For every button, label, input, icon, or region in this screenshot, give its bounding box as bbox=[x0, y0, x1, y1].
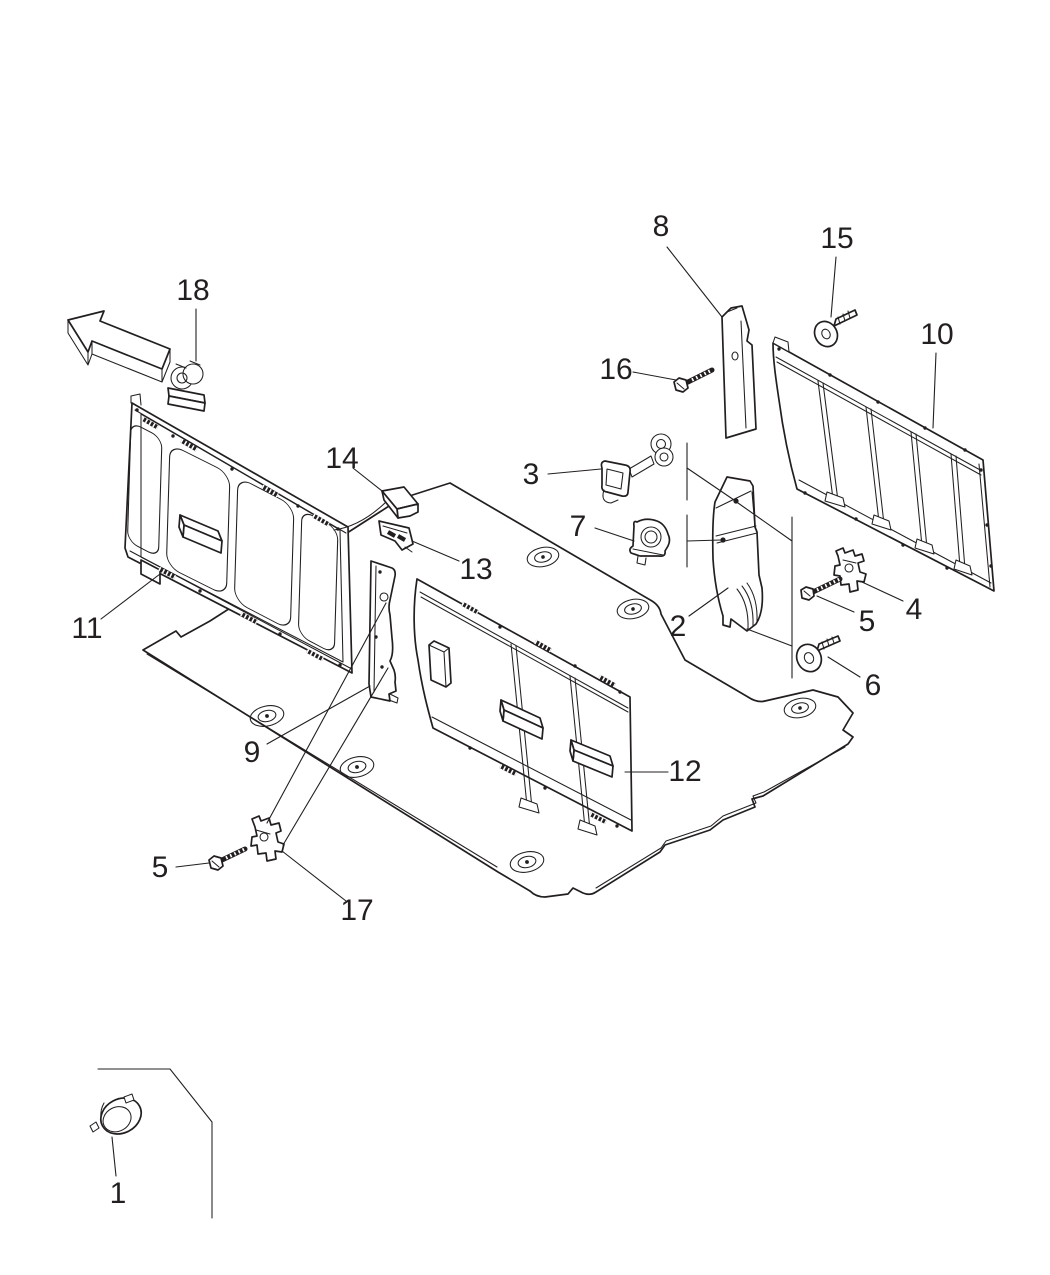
callout-6: 6 bbox=[864, 669, 882, 702]
callout-1: 1 bbox=[109, 1177, 127, 1210]
part-5-bolt-right bbox=[800, 576, 843, 601]
callout-15: 15 bbox=[820, 222, 854, 255]
part-18-clip bbox=[167, 360, 206, 412]
callout-3: 3 bbox=[522, 458, 540, 491]
part-3-clip bbox=[600, 433, 674, 504]
part-2-pillar-trim bbox=[711, 476, 764, 632]
part-9-pillar-trim bbox=[368, 560, 399, 704]
callout-13: 13 bbox=[459, 553, 493, 586]
callout-5-right: 5 bbox=[858, 605, 876, 638]
part-6-pushpin bbox=[795, 635, 841, 673]
part-5-bolt-left bbox=[208, 846, 248, 871]
part-13-bracket bbox=[378, 520, 414, 553]
callout-8: 8 bbox=[652, 210, 670, 243]
callout-2: 2 bbox=[669, 610, 687, 643]
corner-outline bbox=[97, 1068, 213, 1219]
callout-7: 7 bbox=[569, 510, 587, 543]
callout-9: 9 bbox=[243, 736, 261, 769]
part-10-panel bbox=[772, 336, 995, 592]
floor-grommets bbox=[249, 546, 817, 873]
part-16-bolt bbox=[673, 367, 715, 393]
part-4-bracket bbox=[833, 547, 867, 593]
part-8-bracket bbox=[721, 305, 757, 439]
callout-11: 11 bbox=[71, 612, 103, 645]
part-1-plug bbox=[89, 1093, 143, 1135]
callout-5-left: 5 bbox=[151, 851, 169, 884]
direction-arrow-icon bbox=[67, 310, 171, 383]
leader-lines bbox=[100, 246, 937, 1177]
callout-14: 14 bbox=[325, 442, 359, 475]
part-12-panel bbox=[413, 578, 633, 836]
callout-4: 4 bbox=[905, 593, 923, 626]
panel-11-handle bbox=[178, 514, 223, 554]
part-11-panel bbox=[124, 393, 353, 674]
part-17-bracket bbox=[250, 815, 285, 862]
part-15-pushpin bbox=[813, 309, 858, 348]
vent-slots bbox=[141, 416, 330, 662]
callout-12: 12 bbox=[668, 755, 702, 788]
part-7-clip bbox=[629, 518, 671, 566]
part-14-block bbox=[333, 486, 419, 531]
callout-18: 18 bbox=[176, 274, 210, 307]
panel-12-handles bbox=[428, 640, 614, 778]
callout-10: 10 bbox=[920, 318, 954, 351]
callout-17: 17 bbox=[340, 894, 374, 927]
callout-16: 16 bbox=[599, 353, 633, 386]
